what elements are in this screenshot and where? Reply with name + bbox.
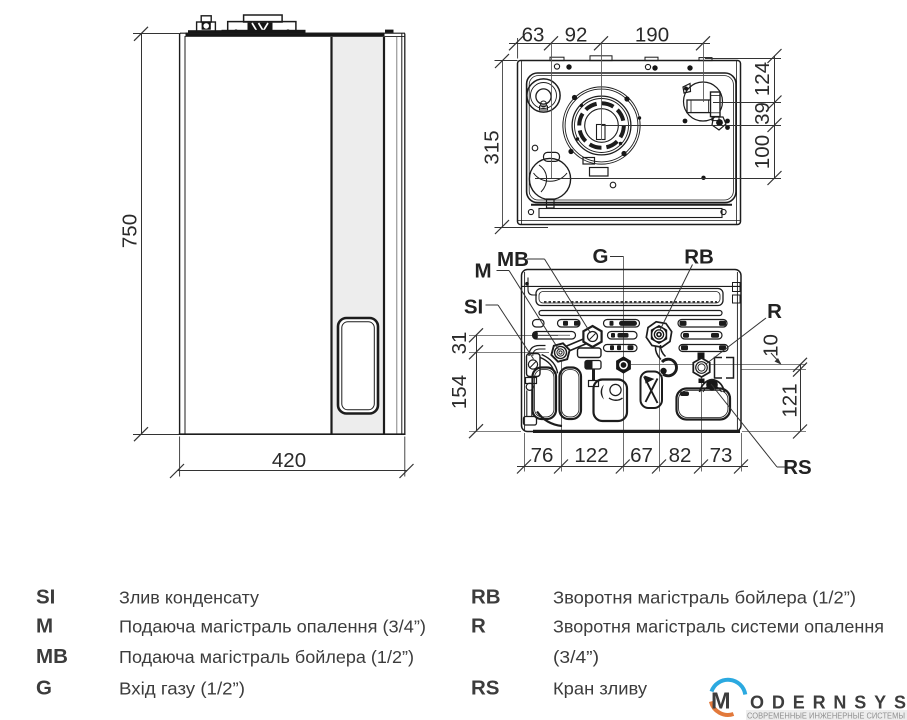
svg-text:63: 63 xyxy=(522,24,545,47)
svg-text:122: 122 xyxy=(574,444,608,467)
svg-text:73: 73 xyxy=(710,444,733,467)
svg-text:SI: SI xyxy=(464,296,483,319)
svg-text:Подаюча магістраль бойлера (1/: Подаюча магістраль бойлера (1/2”) xyxy=(119,647,414,667)
svg-text:420: 420 xyxy=(272,449,306,472)
svg-text:(3/4”): (3/4”) xyxy=(553,647,599,667)
svg-text:10: 10 xyxy=(760,334,783,357)
svg-text:M: M xyxy=(36,615,53,638)
svg-text:RS: RS xyxy=(471,677,499,700)
svg-text:Кран зливу: Кран зливу xyxy=(553,679,647,699)
svg-text:Зворотня магістраль системи оп: Зворотня магістраль системи опалення xyxy=(553,617,884,637)
svg-text:M: M xyxy=(474,260,491,283)
svg-text:M: M xyxy=(711,688,731,714)
svg-text:82: 82 xyxy=(669,444,692,467)
svg-text:315: 315 xyxy=(481,130,504,164)
svg-text:SI: SI xyxy=(36,586,55,609)
svg-text:154: 154 xyxy=(448,375,471,409)
svg-text:RS: RS xyxy=(783,456,811,479)
svg-text:76: 76 xyxy=(531,444,554,467)
svg-text:124: 124 xyxy=(751,62,774,96)
svg-text:Злив конденсату: Злив конденсату xyxy=(119,588,259,608)
svg-text:RB: RB xyxy=(684,246,714,269)
svg-text:RB: RB xyxy=(471,586,501,609)
svg-text:Зворотня магістраль бойлера (1: Зворотня магістраль бойлера (1/2”) xyxy=(553,588,856,608)
svg-text:67: 67 xyxy=(630,444,653,467)
svg-text:190: 190 xyxy=(635,24,669,47)
svg-text:СОВРЕМЕННЫЕ ИНЖЕНЕРНЫЕ СИСТЕМЫ: СОВРЕМЕННЫЕ ИНЖЕНЕРНЫЕ СИСТЕМЫ xyxy=(747,710,905,720)
svg-text:G: G xyxy=(36,677,52,700)
svg-text:750: 750 xyxy=(119,214,142,248)
svg-text:MB: MB xyxy=(36,645,68,668)
svg-text:Вхід газу (1/2”): Вхід газу (1/2”) xyxy=(119,679,245,699)
svg-text:92: 92 xyxy=(565,24,588,47)
svg-text:100: 100 xyxy=(751,135,774,169)
svg-text:R: R xyxy=(471,615,486,638)
svg-text:Подаюча магістраль опалення (3: Подаюча магістраль опалення (3/4”) xyxy=(119,617,426,637)
svg-text:MB: MB xyxy=(497,248,529,271)
svg-text:121: 121 xyxy=(779,383,802,417)
svg-text:39: 39 xyxy=(751,102,774,125)
svg-text:R: R xyxy=(767,300,782,323)
svg-text:G: G xyxy=(593,245,609,268)
svg-text:31: 31 xyxy=(448,332,471,355)
